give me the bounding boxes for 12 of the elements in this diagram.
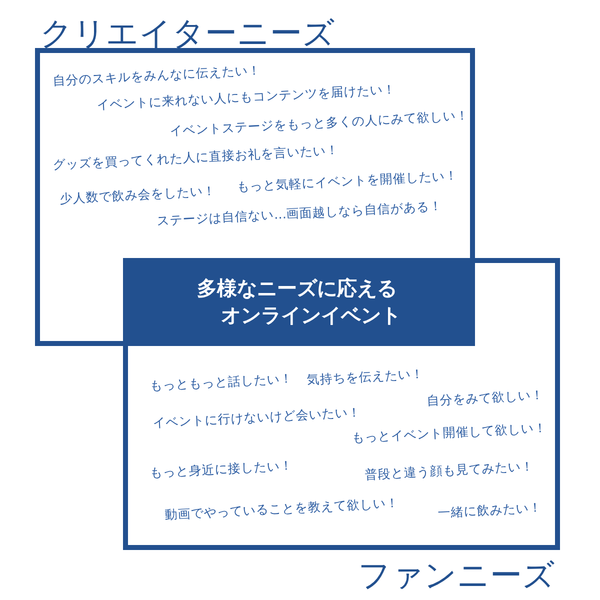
highlight-text: 多様なニーズに応えるオンラインイベント (197, 275, 401, 329)
need-text: イベントステージをもっと多くの人にみて欲しい！ (170, 107, 469, 138)
need-text: 動画でやっていることを教えて欲しい！ (164, 494, 400, 522)
need-text: もっと身近に接したい！ (150, 458, 294, 480)
need-text: 一緒に飲みたい！ (438, 500, 542, 520)
panel-heading: クリエイターニーズ (40, 17, 335, 49)
need-text: 自分をみて欲しい！ (426, 386, 544, 408)
need-text: もっともっと話したい！ (150, 370, 294, 393)
need-text: 普段と違う顔も見てみたい！ (364, 458, 534, 482)
panel-heading: ファンニーズ (358, 559, 555, 591)
need-text: 自分のスキルをみんなに伝えたい！ (52, 62, 262, 88)
need-text: 気持ちを伝えたい！ (306, 366, 424, 387)
